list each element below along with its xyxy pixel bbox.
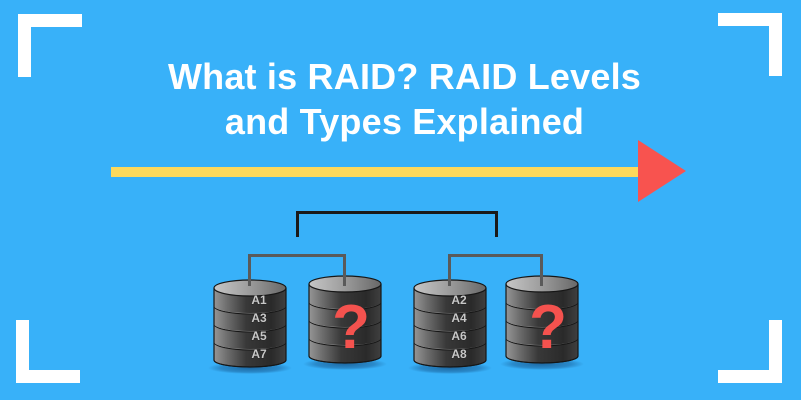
corner-bracket-bottom-left-icon <box>16 320 80 383</box>
question-mark: ? <box>529 293 567 362</box>
pair-connector-left-leg <box>296 211 299 237</box>
disk-label: A2 <box>451 293 467 307</box>
disk-label: A3 <box>251 311 267 325</box>
pair-connector-right-leg <box>495 211 498 237</box>
mirror-connector-1 <box>248 254 346 257</box>
corner-bracket-top-left-icon <box>18 14 82 77</box>
corner-bracket-top-right-icon <box>718 13 782 76</box>
mirror-connector-1-left-leg <box>248 254 251 286</box>
disk-cylinder-1: A1 A3 A5 A7 <box>208 279 292 374</box>
disk-cylinder-2-mirror: ? <box>303 275 387 370</box>
mirror-connector-2-left-leg <box>448 254 451 286</box>
disk-cylinder-3: A2 A4 A6 A8 <box>408 279 492 374</box>
corner-bracket-bottom-right-icon <box>718 320 782 383</box>
disk-label: A8 <box>451 347 467 361</box>
mirror-connector-2 <box>448 254 543 257</box>
question-mark: ? <box>332 293 370 362</box>
title-line-1: What is RAID? RAID Levels <box>167 56 642 97</box>
disk-label: A1 <box>251 293 267 307</box>
disk-label: A6 <box>451 329 467 343</box>
mirror-connector-1-right-leg <box>343 254 346 286</box>
page-title: What is RAID? RAID Levels and Types Expl… <box>4 54 801 144</box>
disk-label: A7 <box>251 347 267 361</box>
pair-connector-top <box>296 211 498 214</box>
disk-cylinder-4-mirror: ? <box>500 275 584 370</box>
title-line-2: and Types Explained <box>224 101 585 142</box>
arrow-bar <box>111 167 638 177</box>
mirror-connector-2-right-leg <box>540 254 543 286</box>
disk-label: A4 <box>451 311 467 325</box>
disk-label: A5 <box>251 329 267 343</box>
arrow-head-icon <box>638 140 686 202</box>
